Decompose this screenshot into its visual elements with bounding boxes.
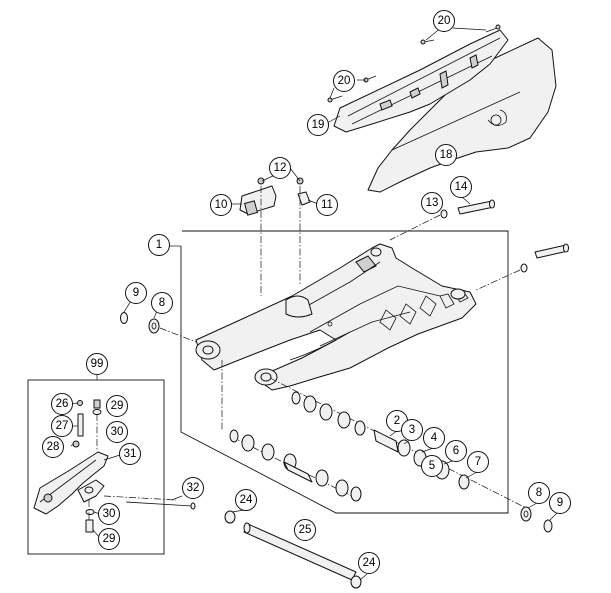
callout-8-left: 8 (151, 292, 173, 314)
callout-11: 11 (316, 194, 338, 216)
callout-25: 25 (294, 519, 316, 541)
callout-29-top: 29 (106, 395, 128, 417)
bearing-stack-linkage (269, 377, 531, 511)
callout-label: 20 (438, 15, 451, 27)
callout-label: 13 (426, 197, 439, 209)
callout-6: 6 (445, 440, 467, 462)
callout-label: 6 (453, 445, 459, 457)
callout-14: 14 (450, 176, 472, 198)
callout-3: 3 (401, 419, 423, 441)
callout-label: 19 (312, 119, 325, 131)
callout-32: 32 (182, 477, 204, 499)
sub-assembly-frame (27, 379, 165, 555)
chain-slider (333, 29, 509, 133)
callout-label: 27 (56, 420, 69, 432)
pivot-pin-upper (389, 199, 495, 241)
callout-label: 28 (47, 441, 60, 453)
callout-label: 5 (429, 460, 435, 472)
callout-label: 20 (338, 75, 351, 87)
chain-guide-bracket (33, 451, 196, 515)
swingarm (195, 243, 477, 391)
callout-26: 26 (51, 393, 73, 415)
swingarm-axle (224, 510, 362, 589)
callout-19: 19 (307, 114, 329, 136)
callout-label: 9 (557, 497, 563, 509)
callout-9-right: 9 (549, 492, 571, 514)
callout-label: 12 (274, 162, 287, 174)
callout-label: 30 (111, 426, 124, 438)
callout-label: 14 (455, 181, 468, 193)
callout-30-bottom: 30 (98, 503, 120, 525)
callout-30-top: 30 (106, 421, 128, 443)
sub-assembly-fasteners (72, 399, 102, 533)
callout-label: 29 (111, 400, 124, 412)
callout-12: 12 (269, 157, 291, 179)
callout-7: 7 (467, 451, 489, 473)
callout-20-top: 20 (433, 10, 455, 32)
bearing-stack-pivot (221, 360, 362, 502)
callout-label: 99 (91, 358, 104, 370)
callout-29-bottom: 29 (98, 528, 120, 550)
pivot-pin-lower (475, 243, 569, 291)
callout-label: 31 (124, 448, 137, 460)
washer-right (520, 506, 553, 533)
callout-1: 1 (148, 234, 170, 256)
callout-label: 10 (215, 199, 228, 211)
callout-label: 2 (394, 415, 400, 427)
callout-label: 8 (159, 297, 165, 309)
callout-label: 1 (156, 239, 162, 251)
callout-13: 13 (421, 192, 443, 214)
callout-label: 11 (321, 199, 333, 211)
callout-18: 18 (435, 144, 457, 166)
callout-4: 4 (423, 427, 445, 449)
callout-24-right: 24 (358, 552, 380, 574)
callout-24-left: 24 (235, 489, 257, 511)
callout-5: 5 (421, 455, 443, 477)
washer-left (120, 312, 197, 343)
callout-27: 27 (51, 415, 73, 437)
callout-label: 25 (299, 524, 312, 536)
chain-guard (367, 37, 557, 193)
callout-20-mid: 20 (333, 70, 355, 92)
callout-99: 99 (86, 353, 108, 375)
hose-clamp (239, 177, 311, 296)
swingarm-group-frame (180, 230, 509, 514)
callout-label: 30 (103, 508, 116, 520)
screw-20-top (420, 24, 501, 45)
callout-label: 3 (409, 424, 415, 436)
callout-label: 24 (363, 557, 376, 569)
callout-31: 31 (119, 443, 141, 465)
callout-label: 8 (536, 487, 542, 499)
callout-28: 28 (42, 436, 64, 458)
callout-label: 29 (103, 533, 116, 545)
callout-label: 18 (440, 149, 453, 161)
callout-label: 24 (240, 494, 253, 506)
callout-10: 10 (210, 194, 232, 216)
callout-label: 26 (56, 398, 69, 410)
callout-label: 9 (133, 287, 139, 299)
callout-label: 32 (187, 482, 200, 494)
callout-label: 4 (431, 432, 438, 444)
callout-8-right: 8 (528, 482, 550, 504)
callout-label: 7 (475, 456, 481, 468)
callout-9-left: 9 (125, 282, 147, 304)
